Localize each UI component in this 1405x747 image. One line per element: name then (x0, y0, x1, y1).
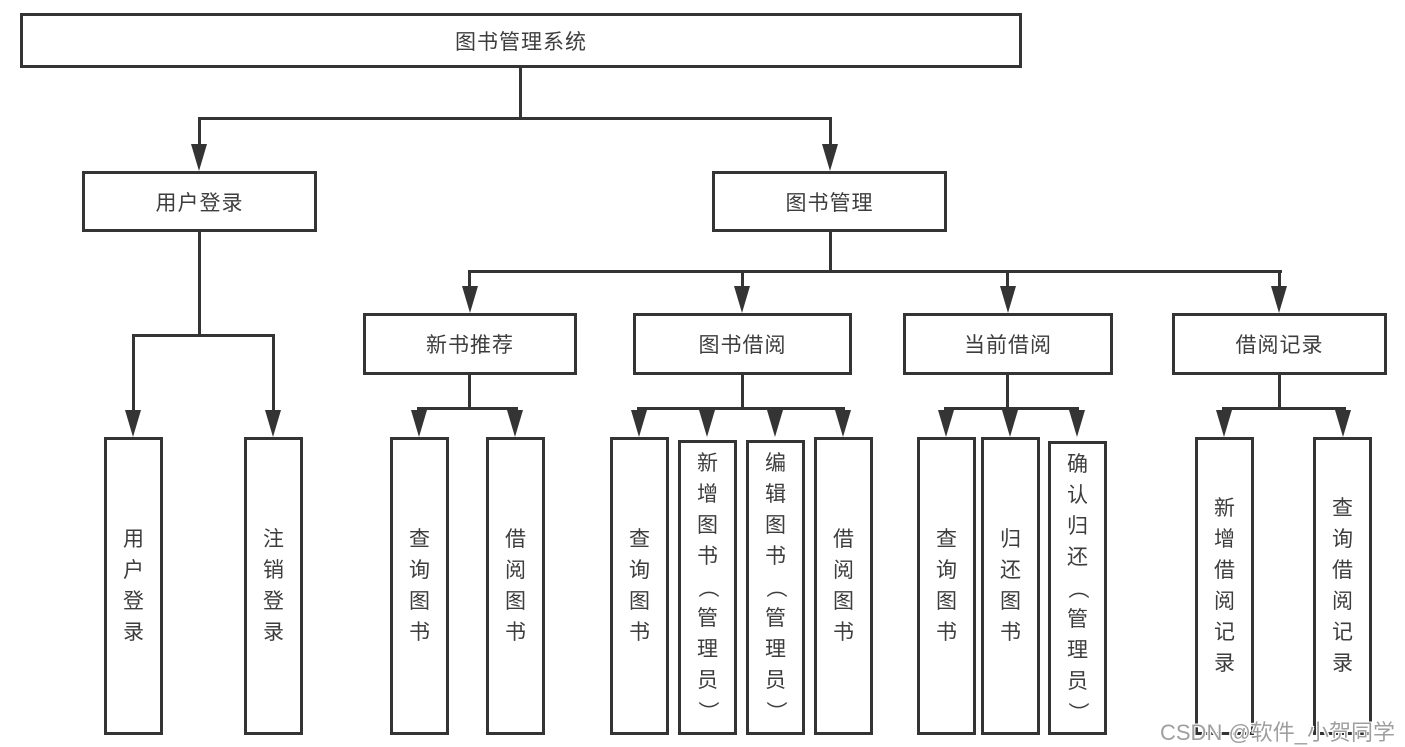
csdn-watermark: CSDN @软件_小贺同学 (1160, 720, 1396, 745)
arrowhead-add-borrow-record (1216, 410, 1232, 437)
node-book-management: 图书管理 (712, 171, 947, 232)
node-leaf-logout: 注销登录 (244, 437, 303, 735)
node-new-book-recommendation: 新书推荐 (363, 313, 577, 375)
connector-drop-borrowing-records (1278, 270, 1281, 288)
node-book-borrowing: 图书借阅 (633, 313, 852, 375)
node-leaf-add-borrow-record: 新增借阅记录 (1195, 437, 1254, 735)
node-label: 确认归还（管理员） (1066, 452, 1089, 723)
node-leaf-edit-book-admin: 编辑图书（管理员） (746, 440, 805, 735)
connector-level2-bar (198, 117, 832, 120)
arrowhead-query-books-borrowing (631, 410, 647, 437)
arrowhead-new-book (462, 286, 478, 313)
arrowhead-leaf-user-login (125, 410, 141, 437)
node-label: 新增图书（管理员） (696, 452, 719, 722)
arrowhead-user-login (191, 144, 207, 171)
node-root-library-management-system: 图书管理系统 (20, 13, 1022, 68)
node-label: 当前借阅 (964, 334, 1052, 357)
arrowhead-query-borrow-record (1335, 410, 1351, 437)
node-leaf-query-borrow-record: 查询借阅记录 (1313, 437, 1372, 735)
connector-user-login-stem (198, 232, 201, 335)
connector-book-management-stem (829, 232, 832, 273)
node-label: 编辑图书（管理员） (764, 452, 787, 722)
node-leaf-query-books-current: 查询图书 (917, 437, 976, 735)
node-label: 借阅图书 (833, 528, 854, 644)
arrowhead-borrow-books-borrowing (835, 410, 851, 437)
connector-user-login-bar (132, 334, 275, 337)
connector-book-borrowing-stem (741, 375, 744, 409)
node-label: 图书借阅 (698, 334, 787, 357)
node-label: 查询图书 (936, 528, 957, 644)
node-label: 借阅记录 (1235, 334, 1324, 357)
connector-new-book-bar (417, 407, 518, 410)
node-label: 借阅图书 (505, 528, 526, 644)
node-leaf-user-login: 用户登录 (104, 437, 163, 735)
arrowhead-edit-book-admin (767, 410, 783, 437)
arrowhead-leaf-logout (265, 410, 281, 437)
node-leaf-query-books-recommend: 查询图书 (390, 437, 449, 735)
node-leaf-return-books: 归还图书 (981, 437, 1040, 735)
connector-book-borrowing-bar (637, 407, 845, 410)
node-borrowing-records: 借阅记录 (1172, 313, 1387, 375)
node-label: 图书管理 (785, 191, 874, 215)
arrowhead-confirm-return-admin (1069, 410, 1085, 437)
connector-drop-new-book (468, 270, 471, 288)
node-label: 新书推荐 (426, 334, 514, 357)
node-label: 查询图书 (409, 528, 430, 644)
arrowhead-query-books-current (938, 410, 954, 437)
connector-root-stem (519, 68, 522, 118)
arrowhead-book-borrowing (734, 286, 750, 313)
connector-drop-current-borrowing (1006, 270, 1009, 288)
node-leaf-query-books-borrowing: 查询图书 (610, 437, 669, 735)
connector-current-borrowing-bar (944, 407, 1079, 410)
connector-current-borrowing-stem (1006, 375, 1009, 409)
connector-level3-bar (468, 270, 1282, 273)
arrowhead-add-book-admin (699, 410, 715, 437)
node-leaf-confirm-return-admin: 确认归还（管理员） (1048, 441, 1107, 735)
connector-borrowing-records-stem (1278, 375, 1281, 409)
node-label: 新增借阅记录 (1214, 497, 1235, 675)
arrowhead-current-borrowing (1000, 286, 1016, 313)
connector-new-book-stem (468, 375, 471, 409)
arrowhead-borrow-books-recommend (507, 410, 523, 437)
connector-drop-leaf-user-login (132, 334, 135, 413)
node-leaf-borrow-books-recommend: 借阅图书 (486, 437, 545, 735)
connector-drop-book-borrowing (741, 270, 744, 288)
arrowhead-query-books-recommend (411, 410, 427, 437)
node-label: 图书管理系统 (455, 30, 587, 54)
connector-drop-leaf-logout (272, 334, 275, 413)
connector-drop-user-login (198, 117, 201, 147)
connector-borrowing-records-bar (1222, 407, 1346, 410)
node-label: 查询图书 (629, 528, 650, 644)
node-label: 用户登录 (123, 528, 144, 644)
arrowhead-book-management (822, 144, 838, 171)
node-label: 注销登录 (263, 528, 284, 644)
connector-drop-book-management (829, 117, 832, 147)
node-user-login: 用户登录 (82, 171, 317, 232)
node-current-borrowing: 当前借阅 (903, 313, 1113, 375)
node-label: 用户登录 (155, 191, 244, 215)
arrowhead-borrowing-records (1271, 286, 1287, 313)
node-label: 查询借阅记录 (1332, 497, 1353, 675)
node-leaf-borrow-books-borrowing: 借阅图书 (814, 437, 873, 735)
arrowhead-return-books (1002, 410, 1018, 437)
node-leaf-add-book-admin: 新增图书（管理员） (678, 440, 737, 735)
node-label: 归还图书 (1000, 528, 1021, 644)
